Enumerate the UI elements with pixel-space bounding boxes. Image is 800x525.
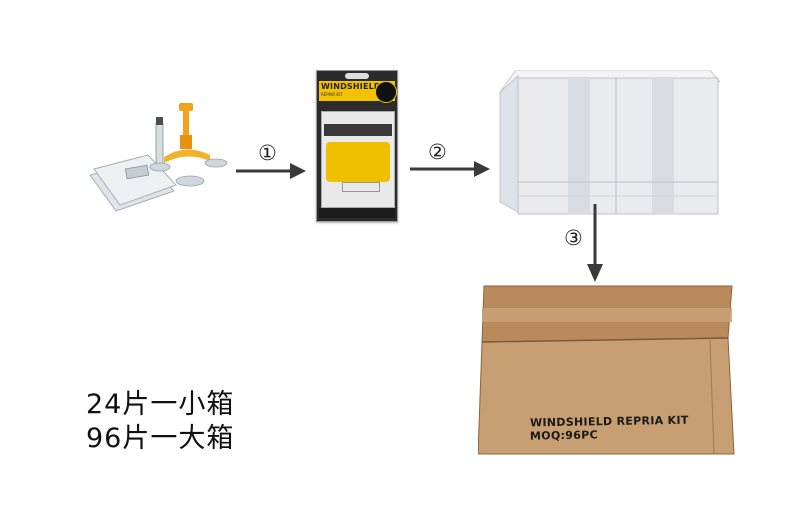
bridge-body — [180, 135, 192, 149]
suction-cup-bottom — [175, 175, 205, 187]
kit-hang-tab — [345, 73, 369, 79]
kit-window — [321, 111, 395, 208]
kit-badge — [375, 81, 397, 103]
carton-label-line-2: MOQ:96PC — [529, 428, 598, 443]
caption-small-box: 24片一小箱 — [86, 389, 235, 420]
razor-blade — [124, 164, 150, 180]
bridge-arms — [164, 149, 210, 163]
arrow-step-1 — [236, 160, 308, 182]
packaged-kit-image: WINDSHIELD REPAIR KIT — [316, 70, 398, 222]
repair-tools-image — [86, 95, 236, 215]
kit-footer-band — [319, 208, 395, 218]
suction-cup-right — [204, 158, 228, 168]
inner-boxes-drawing — [498, 69, 722, 215]
step-number-2: ② — [428, 140, 447, 164]
inner-boxes-image — [498, 69, 722, 218]
suction-cup-left — [149, 162, 171, 172]
resin-bottle-cap — [156, 117, 163, 125]
bridge-stem — [183, 109, 189, 149]
arrow-step-3 — [584, 204, 606, 284]
kit-brand-text: WINDSHIELD — [321, 82, 381, 91]
arrow-right-icon — [236, 163, 306, 179]
kit-subtitle-text: REPAIR KIT — [321, 92, 343, 97]
bridge-knob — [179, 103, 193, 111]
arrow-right-icon — [410, 161, 490, 177]
step-number-3: ③ — [564, 226, 583, 250]
step-number-1: ① — [258, 141, 277, 165]
caption-large-box: 96片一大箱 — [86, 423, 235, 454]
master-carton-image: WINDSHIELD REPRIA KIT MOQ:96PC — [477, 280, 740, 456]
resin-bottle — [155, 122, 164, 170]
arrow-step-2 — [410, 158, 492, 180]
arrow-down-icon — [587, 204, 603, 282]
master-carton-drawing — [477, 285, 735, 455]
repair-tools-drawing — [89, 103, 228, 212]
